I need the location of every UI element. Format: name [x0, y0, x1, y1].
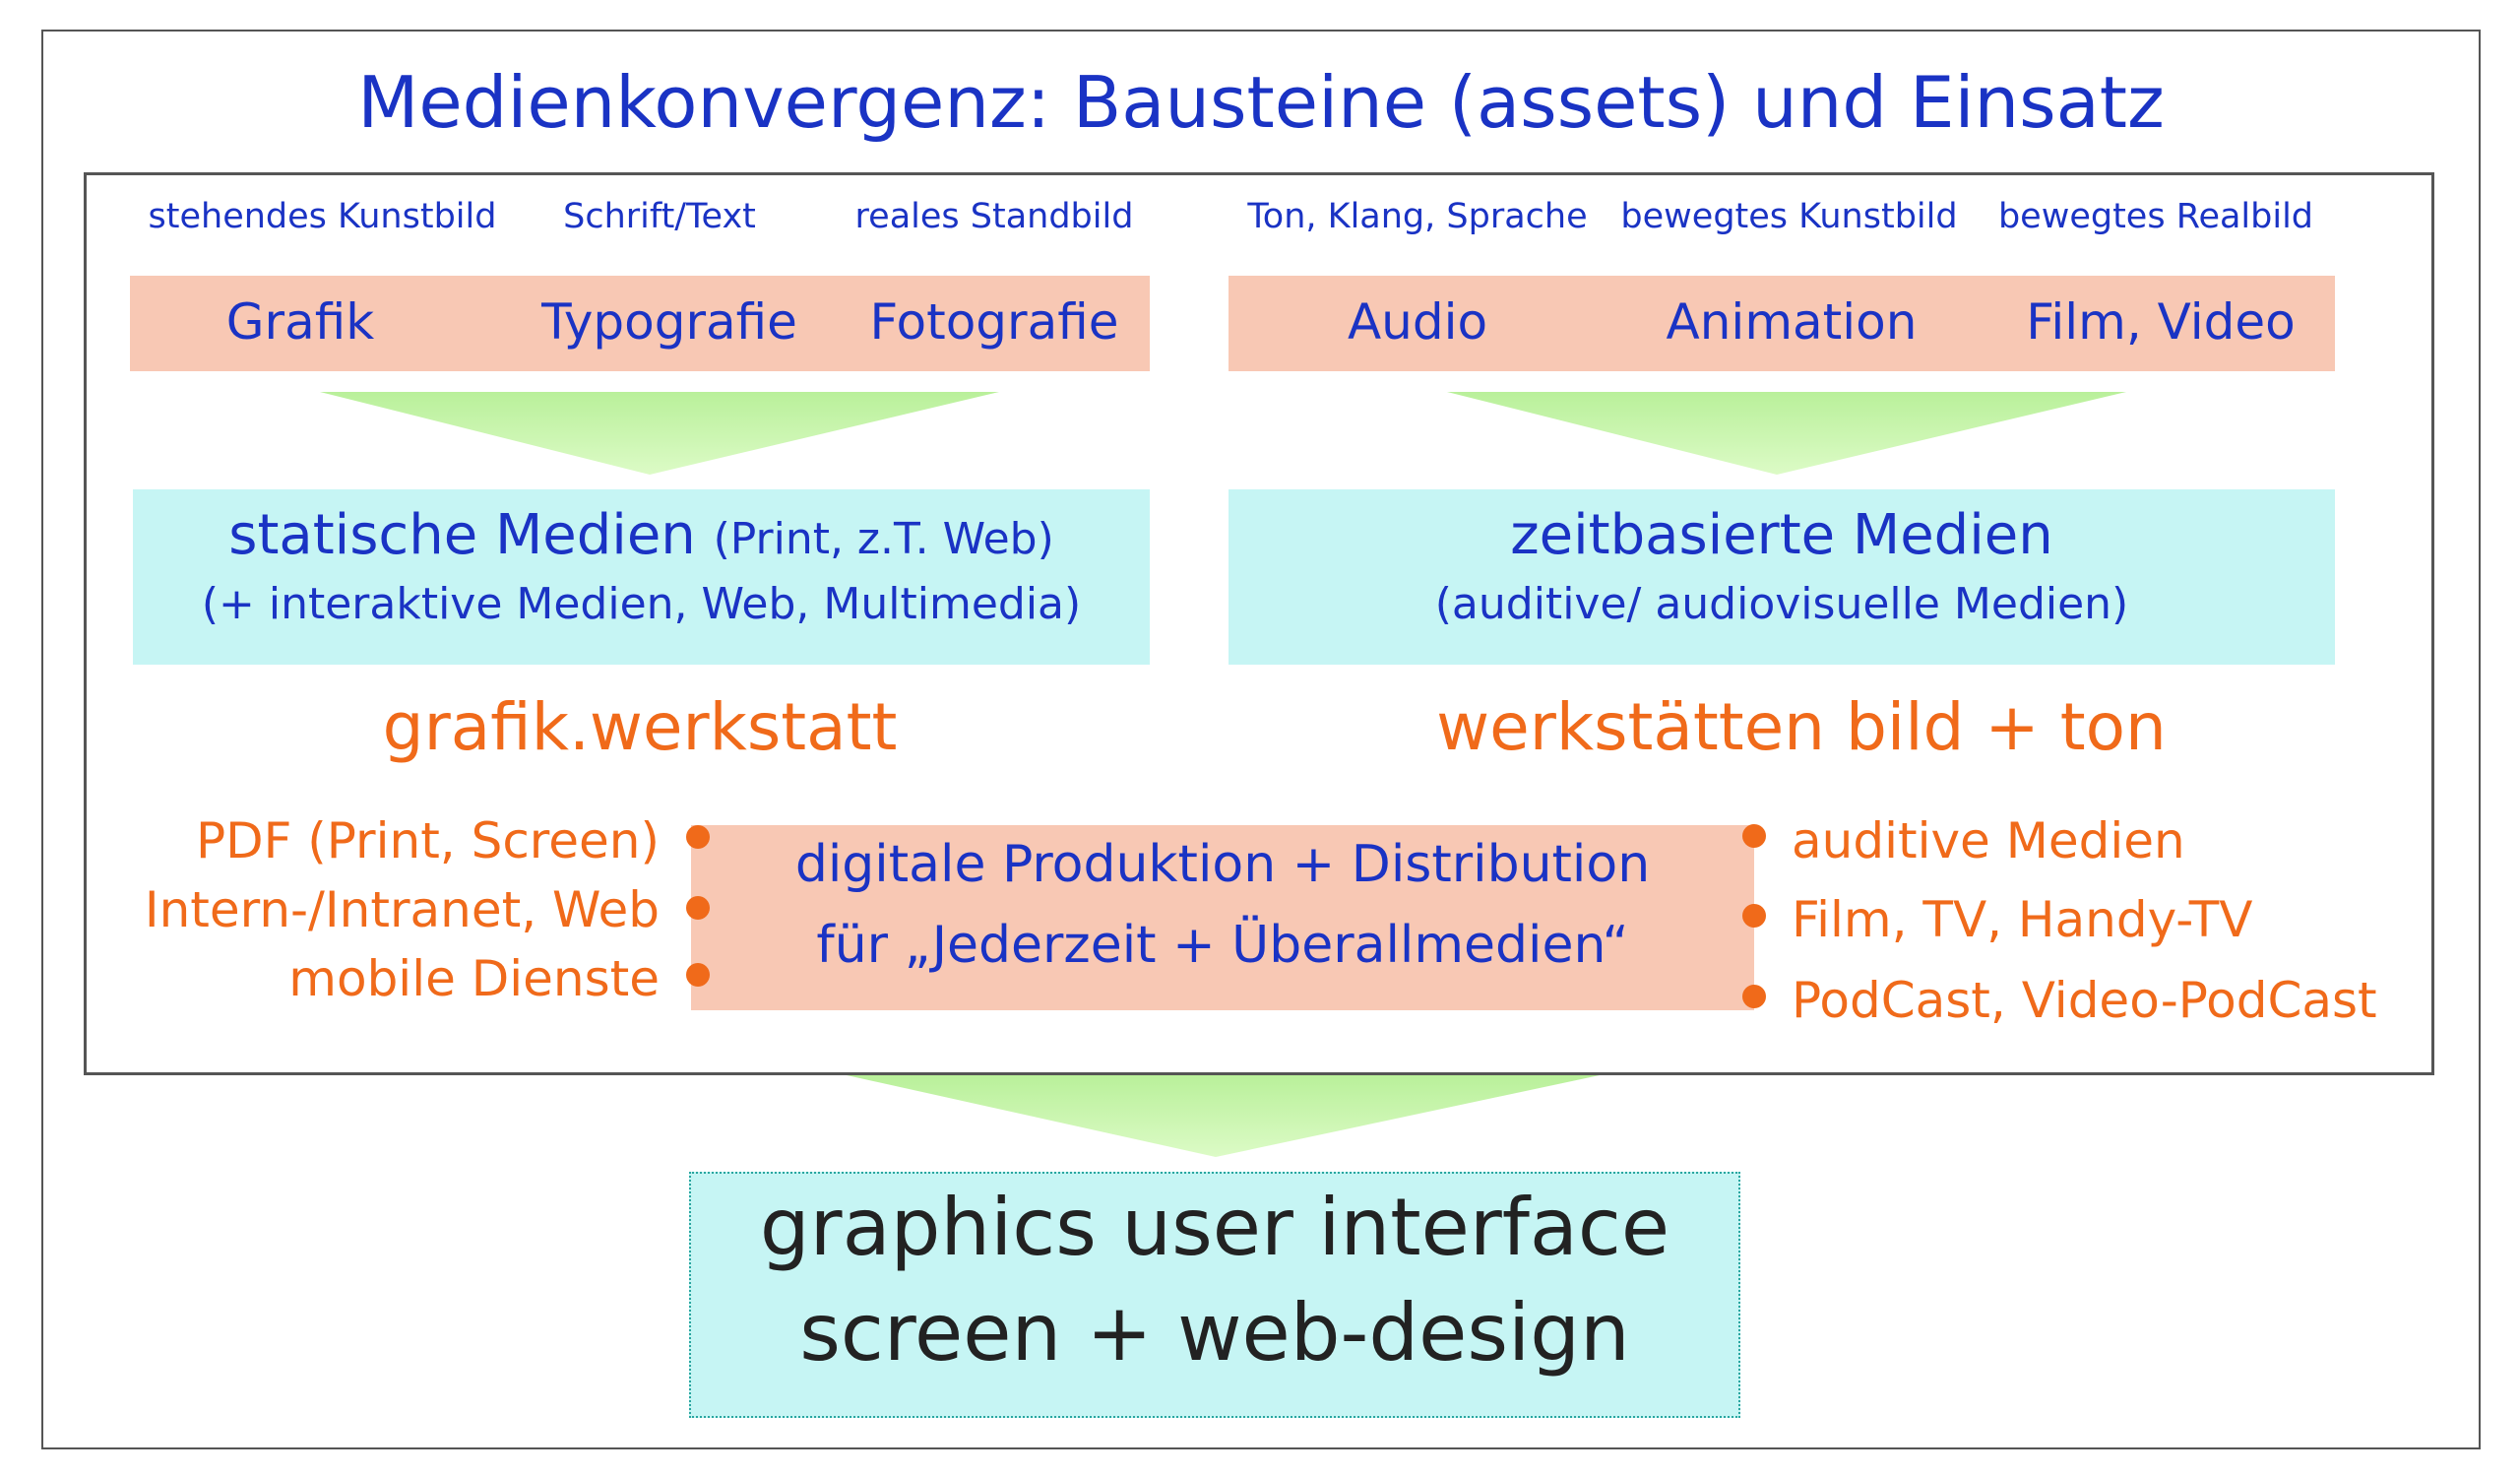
outer-frame	[41, 30, 2481, 1449]
asset-band-left	[130, 276, 1150, 371]
production-band: digitale Produktion + Distribution für „…	[691, 825, 1754, 1010]
bullet-dot	[1742, 904, 1766, 928]
static-media-title: statische Medien	[228, 503, 696, 567]
static-media-note: (Print, z.T. Web)	[713, 514, 1054, 564]
category-label: stehendes Kunstbild	[148, 197, 497, 236]
asset-film-video: Film, Video	[2026, 293, 2296, 351]
bullet-dot	[1742, 985, 1766, 1008]
asset-fotografie: Fotografie	[869, 293, 1119, 351]
diagram-title: Medienkonvergenz: Bausteine (assets) und…	[357, 61, 2165, 144]
workshop-right: werkstätten bild + ton	[1436, 689, 2167, 765]
output-right: auditive Medien	[1792, 812, 2185, 869]
bullet-dot	[686, 896, 710, 920]
timebased-media-box: zeitbasierte Medien (auditive/ audiovisu…	[1228, 489, 2335, 665]
category-label: Ton, Klang, Sprache	[1247, 197, 1588, 236]
result-box: graphics user interface screen + web-des…	[689, 1172, 1740, 1418]
timebased-media-title: zeitbasierte Medien	[1510, 503, 2053, 567]
result-line-1: graphics user interface	[759, 1182, 1670, 1273]
inner-frame	[84, 172, 2434, 1075]
category-label: bewegtes Realbild	[1997, 197, 2314, 236]
arrow-left-down	[320, 392, 999, 475]
output-left: mobile Dienste	[288, 950, 660, 1007]
arrow-to-result	[847, 1075, 1600, 1157]
static-media-heading: statische Medien (Print, z.T. Web)	[133, 503, 1150, 567]
asset-grafik: Grafik	[225, 293, 375, 351]
category-label: reales Standbild	[854, 197, 1134, 236]
bullet-dot	[686, 963, 710, 987]
output-left: PDF (Print, Screen)	[195, 812, 660, 869]
category-label: bewegtes Kunstbild	[1620, 197, 1958, 236]
production-line-2: für „Jederzeit + Überallmedien“	[816, 916, 1629, 975]
asset-band-right	[1228, 276, 2335, 371]
asset-typografie: Typografie	[541, 293, 797, 351]
workshop-left: grafik.werkstatt	[382, 689, 898, 765]
timebased-media-subtitle: (auditive/ audiovisuelle Medien)	[1434, 579, 2129, 629]
static-media-subtitle: (+ interaktive Medien, Web, Multimedia)	[201, 579, 1082, 629]
arrow-right-down	[1447, 392, 2126, 475]
category-label: Schrift/Text	[563, 197, 756, 236]
bullet-dot	[686, 825, 710, 849]
production-line-1: digitale Produktion + Distribution	[794, 835, 1651, 894]
output-right: PodCast, Video-PodCast	[1792, 972, 2377, 1029]
result-line-2: screen + web-design	[799, 1287, 1630, 1379]
bullet-dot	[1742, 824, 1766, 848]
output-left: Intern-/Intranet, Web	[144, 881, 660, 938]
output-right: Film, TV, Handy-TV	[1792, 891, 2253, 948]
asset-animation: Animation	[1666, 293, 1918, 351]
static-media-box: statische Medien (Print, z.T. Web) (+ in…	[133, 489, 1150, 665]
asset-audio: Audio	[1347, 293, 1488, 351]
